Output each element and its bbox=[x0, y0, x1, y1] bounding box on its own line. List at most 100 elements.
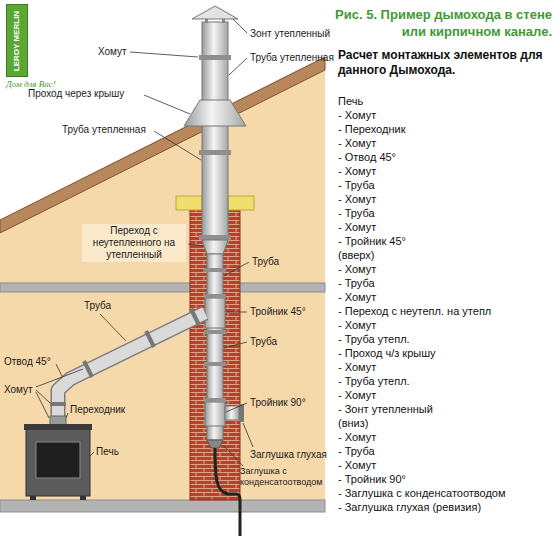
list-item: - Хомут bbox=[338, 388, 376, 402]
list-item: (вниз) bbox=[338, 416, 368, 430]
part-label: Заглушка с конденсатоотводом bbox=[240, 466, 340, 488]
part-label: Тройник 90° bbox=[250, 397, 306, 409]
part-label: Труба bbox=[84, 300, 111, 312]
part-label: Труба утепленная bbox=[62, 124, 146, 136]
part-label: Отвод 45° bbox=[4, 356, 51, 368]
part-label: Переход с неутепленного на утепленный bbox=[82, 224, 186, 262]
list-item: - Труба bbox=[338, 276, 375, 290]
list-item: - Хомут bbox=[338, 192, 376, 206]
part-label: Труба bbox=[252, 256, 279, 268]
leader-line bbox=[229, 58, 247, 75]
insulation-block bbox=[228, 196, 254, 210]
logo-text: LEROY MERLIN bbox=[12, 10, 22, 70]
insulated-pipe bbox=[202, 22, 228, 240]
list-item: - Переходник bbox=[338, 122, 405, 136]
clamp bbox=[199, 235, 231, 240]
list-item: - Хомут bbox=[338, 136, 376, 150]
list-item: - Проход ч/з крышу bbox=[338, 346, 436, 360]
condensate-cap bbox=[207, 440, 223, 448]
tee-45 bbox=[205, 298, 225, 328]
list-item: - Тройник 45° bbox=[338, 234, 406, 248]
list-item: - Тройник 90° bbox=[338, 472, 406, 486]
list-item: - Хомут bbox=[338, 458, 376, 472]
stove-pipe bbox=[58, 313, 205, 418]
stove-leg bbox=[30, 496, 36, 500]
stove-leg bbox=[80, 496, 86, 500]
tee-90 bbox=[205, 402, 225, 426]
list-item: - Хомут bbox=[338, 290, 376, 304]
clamp bbox=[50, 402, 66, 406]
leader-line bbox=[233, 19, 247, 33]
leader-line bbox=[144, 95, 190, 114]
list-item: - Заглушка с конденсатоотводом bbox=[338, 486, 506, 500]
leader-line bbox=[66, 413, 68, 418]
tee-branch bbox=[225, 406, 239, 420]
logo-node: LEROY MERLINДом для Вас! bbox=[6, 4, 56, 90]
clamp bbox=[204, 330, 226, 334]
list-item: - Хомут bbox=[338, 108, 376, 122]
part-label: Проход через крышу bbox=[28, 88, 124, 100]
list-item: (вверх) bbox=[338, 248, 375, 262]
floor-slab bbox=[0, 283, 325, 292]
clamp bbox=[204, 398, 226, 402]
list-item: - Хомут bbox=[338, 430, 376, 444]
roof-pass bbox=[184, 100, 246, 126]
clamp bbox=[199, 150, 231, 155]
leader-line bbox=[224, 342, 247, 348]
leader-line bbox=[130, 52, 198, 57]
logo-box: LEROY MERLIN bbox=[6, 4, 28, 77]
part-label: Хомут bbox=[4, 384, 33, 396]
leader-line bbox=[100, 314, 126, 341]
part-label: Зонт утепленный bbox=[250, 28, 330, 40]
condensate-hose bbox=[215, 448, 240, 536]
list-item: - Труба bbox=[338, 178, 375, 192]
leader-line bbox=[226, 312, 247, 313]
list-item: Печь bbox=[338, 94, 363, 108]
leader-line bbox=[90, 452, 94, 456]
part-label: Труба bbox=[250, 336, 277, 348]
blind-cap bbox=[239, 404, 244, 422]
list-item: - Зонт утепленный bbox=[338, 402, 433, 416]
list-item: - Труба утепл. bbox=[338, 374, 410, 388]
insulation-block bbox=[176, 196, 202, 210]
list-item: - Отвод 45° bbox=[338, 150, 396, 164]
clamp bbox=[199, 55, 231, 60]
part-label: Заглушка глухая bbox=[250, 449, 327, 461]
part-label: Хомут bbox=[98, 46, 127, 58]
leader-line bbox=[154, 131, 201, 160]
leader-lines bbox=[36, 19, 253, 466]
roof-slope bbox=[0, 57, 325, 233]
leader-line bbox=[188, 244, 204, 246]
part-label: Печь bbox=[96, 446, 119, 458]
list-item: - Хомут bbox=[338, 220, 376, 234]
list-item: - Хомут bbox=[338, 164, 376, 178]
list-item: - Хомут bbox=[338, 318, 376, 332]
stove-body bbox=[26, 428, 90, 496]
list-item: - Труба утепл. bbox=[338, 332, 410, 346]
leader-line bbox=[226, 403, 247, 412]
clamp bbox=[204, 294, 226, 298]
clamp bbox=[84, 361, 92, 377]
list-item: - Хомут bbox=[338, 262, 376, 276]
transition-piece bbox=[202, 240, 228, 254]
stove-pipe-outline bbox=[58, 313, 205, 418]
floor-slab bbox=[0, 500, 325, 512]
stove-top bbox=[24, 424, 92, 430]
leader-line bbox=[243, 423, 253, 447]
leader-line bbox=[36, 392, 49, 418]
clamp bbox=[204, 268, 226, 272]
list-heading: Расчет монтажных элементов для данного Д… bbox=[338, 48, 552, 78]
figure-title: Рис. 5. Пример дымохода в стене или кирп… bbox=[318, 6, 552, 40]
leader-line bbox=[223, 445, 243, 466]
part-label: Тройник 45° bbox=[250, 306, 306, 318]
clamp bbox=[146, 331, 154, 347]
adapter bbox=[50, 416, 66, 425]
clamp bbox=[204, 362, 226, 366]
house-interior bbox=[0, 68, 325, 500]
clamp bbox=[191, 309, 199, 325]
leader-line bbox=[56, 364, 62, 376]
list-item: - Труба bbox=[338, 206, 375, 220]
stove-door bbox=[36, 442, 80, 478]
list-item: - Заглушка глухая (ревизия) bbox=[338, 500, 481, 514]
